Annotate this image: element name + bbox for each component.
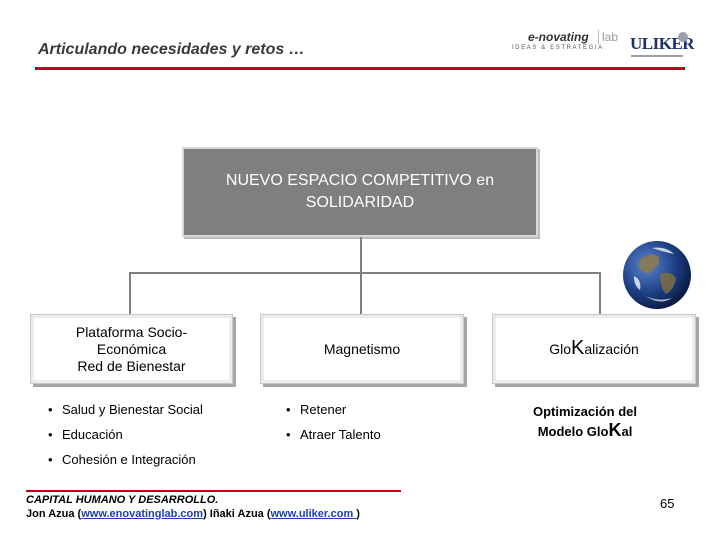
bullet-atraer-marker: • — [286, 427, 300, 442]
bullet-salud: •Salud y Bienestar Social — [48, 402, 203, 417]
header-divider — [35, 67, 685, 70]
bullet-educacion: •Educación — [48, 427, 123, 442]
footer-author2: ) Iñaki Azua ( — [203, 508, 270, 520]
glokal-note-pre: Modelo Glo — [538, 424, 609, 439]
connector-main-down — [360, 237, 362, 273]
box-plataforma: Plataforma Socio- Económica Red de Biene… — [30, 314, 233, 384]
footer-credits: Jon Azua (www.enovatinglab.com) Iñaki Az… — [26, 508, 360, 520]
glokal-note-k: K — [608, 420, 621, 440]
glokal-label-pre: Glo — [549, 341, 571, 357]
connector-center-down — [360, 272, 362, 314]
bullet-cohesion-text: Cohesión e Integración — [62, 452, 196, 467]
glokal-label-post: alización — [584, 341, 638, 357]
uliker-logo-underline — [631, 55, 683, 57]
box-plataforma-line3: Red de Bienestar — [76, 358, 187, 375]
bullet-cohesion: •Cohesión e Integración — [48, 452, 196, 467]
connector-horizontal — [129, 272, 601, 274]
box-glokalizacion-label: GloKalización — [549, 340, 639, 358]
footer-heading: CAPITAL HUMANO Y DESARROLLO. — [26, 494, 218, 506]
bullet-salud-text: Salud y Bienestar Social — [62, 402, 203, 417]
footer-divider — [26, 490, 401, 492]
enovating-logo-tagline: IDEAS & ESTRATEGIA — [512, 45, 604, 51]
glokal-label-k: K — [571, 337, 584, 359]
glokal-note-line2: Modelo GloKal — [510, 421, 660, 441]
connector-left-down — [129, 272, 131, 314]
page-number: 65 — [660, 496, 674, 511]
box-plataforma-text: Plataforma Socio- Económica Red de Biene… — [76, 324, 187, 375]
glokal-note: Optimización del Modelo GloKal — [510, 402, 660, 441]
glokal-note-line1: Optimización del — [510, 402, 660, 421]
box-magnetismo-label: Magnetismo — [324, 341, 400, 358]
connector-right-down — [599, 272, 601, 314]
footer-link-uliker[interactable]: www.uliker.com — [271, 508, 357, 520]
bullet-cohesion-marker: • — [48, 452, 62, 467]
bullet-educacion-text: Educación — [62, 427, 123, 442]
slide-title: Articulando necesidades y retos … — [38, 41, 305, 59]
box-plataforma-line2: Económica — [76, 341, 187, 358]
footer-author1: Jon Azua ( — [26, 508, 81, 520]
bullet-retener-marker: • — [286, 402, 300, 417]
main-concept-box: NUEVO ESPACIO COMPETITIVO en SOLIDARIDAD — [182, 147, 538, 237]
earth-globe-icon — [622, 240, 692, 310]
box-glokalizacion: GloKalización — [492, 314, 696, 384]
enovating-logo-text: e-novating — [528, 30, 589, 44]
footer-end: ) — [356, 508, 360, 520]
enovating-logo: e-novating lab IDEAS & ESTRATEGIA — [506, 30, 622, 56]
footer-link-enovating[interactable]: www.enovatinglab.com — [81, 508, 203, 520]
glokal-note-post: al — [621, 424, 632, 439]
enovating-logo-lab: lab — [598, 30, 618, 44]
main-concept-text: NUEVO ESPACIO COMPETITIVO en SOLIDARIDAD — [190, 170, 530, 214]
bullet-atraer-text: Atraer Talento — [300, 427, 381, 442]
box-plataforma-line1: Plataforma Socio- — [76, 324, 187, 341]
bullet-atraer: •Atraer Talento — [286, 427, 381, 442]
uliker-logo-dot-icon — [678, 32, 688, 42]
bullet-educacion-marker: • — [48, 427, 62, 442]
bullet-retener: •Retener — [286, 402, 346, 417]
uliker-logo: ULIKER — [628, 32, 688, 62]
bullet-salud-marker: • — [48, 402, 62, 417]
bullet-retener-text: Retener — [300, 402, 346, 417]
box-magnetismo: Magnetismo — [260, 314, 464, 384]
